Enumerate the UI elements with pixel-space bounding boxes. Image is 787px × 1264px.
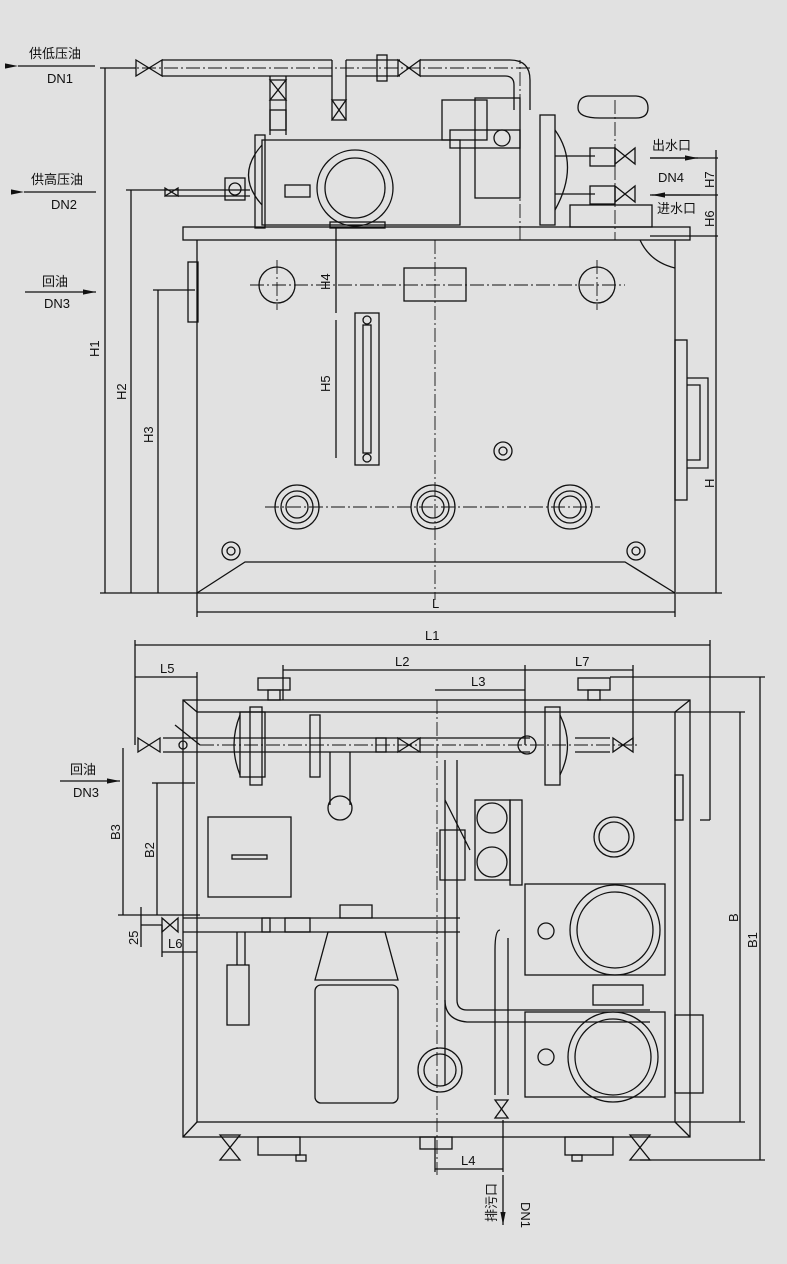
front-view: 供低压油 DN1 供高压油 DN2 回油 DN3 出水口 DN4 进水口 H1 bbox=[5, 47, 722, 617]
valves bbox=[135, 58, 636, 204]
front-dimensions: H1 H2 H3 H4 H5 H7 H6 H L bbox=[87, 67, 722, 617]
dim-b3: B3 bbox=[108, 824, 123, 840]
water-size: DN4 bbox=[658, 170, 684, 185]
oil-tank bbox=[182, 226, 709, 594]
dim-l3: L3 bbox=[471, 674, 485, 689]
dim-h4: H4 bbox=[318, 273, 333, 290]
dim-l7: L7 bbox=[575, 654, 589, 669]
return-oil-label: 回油 bbox=[42, 275, 68, 290]
plan-view: 回油 DN3 排污口 DN1 L1 L5 L2 L3 L7 B B1 B3 bbox=[60, 628, 765, 1228]
dim-h5: H5 bbox=[318, 375, 333, 392]
tank-ports bbox=[221, 240, 646, 600]
plan-equipment bbox=[314, 799, 666, 1104]
dim-b2: B2 bbox=[142, 842, 157, 858]
level-gauge bbox=[354, 312, 380, 466]
return-oil-callout-front: 回油 DN3 bbox=[25, 275, 96, 311]
dim-h2: H2 bbox=[114, 383, 129, 400]
pump-motor-unit bbox=[248, 60, 653, 240]
dim-l2: L2 bbox=[395, 654, 409, 669]
high-pressure-oil-label: 供高压油 bbox=[31, 172, 83, 188]
low-pressure-oil-callout: 供低压油 DN1 bbox=[5, 47, 95, 86]
water-inlet-label: 进水口 bbox=[657, 202, 696, 217]
tank-outline-plan bbox=[182, 677, 704, 1175]
drain-label: 排污口 bbox=[485, 1183, 500, 1222]
drain-callout: 排污口 DN1 bbox=[485, 1175, 533, 1228]
low-pressure-oil-label: 供低压油 bbox=[29, 47, 81, 62]
return-oil-label-plan: 回油 bbox=[70, 763, 96, 778]
dim-l4: L4 bbox=[461, 1153, 475, 1168]
water-outlet-label: 出水口 bbox=[652, 139, 691, 154]
return-oil-size-plan: DN3 bbox=[73, 785, 99, 800]
high-pressure-oil-callout: 供高压油 DN2 bbox=[11, 172, 96, 212]
water-callouts: 出水口 DN4 进水口 bbox=[650, 139, 718, 237]
dim-h7: H7 bbox=[702, 171, 717, 188]
high-pressure-oil-size: DN2 bbox=[51, 197, 77, 212]
dim-h6: H6 bbox=[702, 210, 717, 227]
dim-h: H bbox=[702, 479, 717, 488]
return-oil-callout-plan: 回油 DN3 bbox=[60, 763, 120, 800]
plan-dimensions: L1 L5 L2 L3 L7 B B1 B3 B2 25 L6 L4 bbox=[108, 628, 765, 1172]
plan-piping bbox=[137, 706, 652, 1161]
return-oil-size: DN3 bbox=[44, 296, 70, 311]
dim-h1: H1 bbox=[87, 340, 102, 357]
dim-l1: L1 bbox=[425, 628, 439, 643]
low-pressure-oil-size: DN1 bbox=[47, 71, 73, 86]
dim-l: L bbox=[432, 596, 439, 611]
dim-25: 25 bbox=[126, 931, 141, 945]
dim-l5: L5 bbox=[160, 661, 174, 676]
dim-b1: B1 bbox=[745, 932, 760, 948]
dim-h3: H3 bbox=[141, 426, 156, 443]
dim-b: B bbox=[726, 913, 741, 922]
piping bbox=[120, 54, 595, 201]
dim-l6: L6 bbox=[168, 936, 182, 951]
drain-size: DN1 bbox=[518, 1202, 533, 1228]
